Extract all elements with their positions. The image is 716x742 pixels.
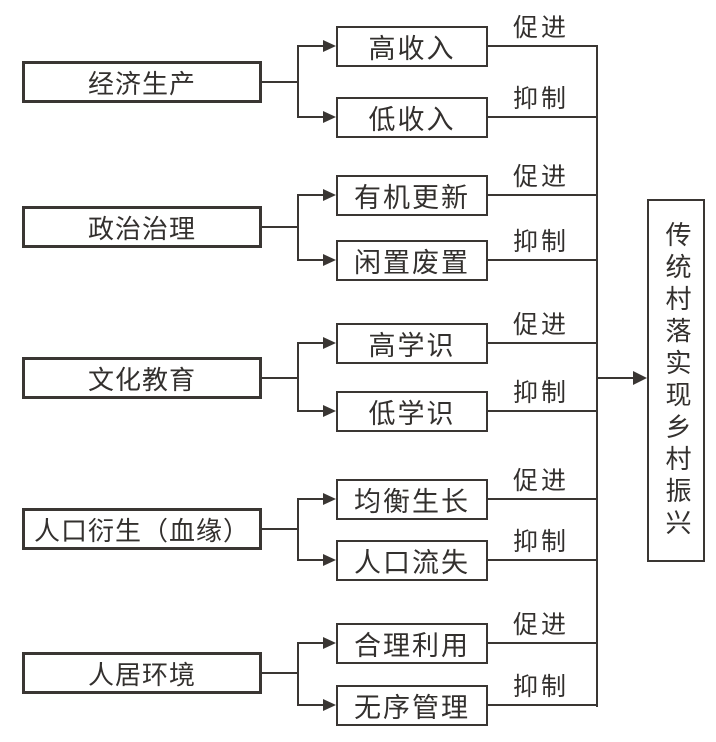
connector-line [488, 704, 597, 706]
goal-label: 传统村落实现乡村振兴 [662, 220, 691, 541]
outcome-label: 合理利用 [354, 631, 470, 661]
main-arrow-line [597, 377, 634, 379]
connector-line [488, 116, 597, 118]
connector-line [262, 226, 297, 228]
effect-label-promote: 促进 [512, 15, 569, 42]
outcome-box-positive: 高学识 [336, 323, 488, 364]
connector-line [488, 559, 597, 561]
arrowhead-icon [323, 40, 336, 52]
outcome-label: 人口流失 [354, 548, 470, 578]
connector-line [262, 672, 297, 674]
branch-line [297, 410, 325, 412]
outcome-box-positive: 有机更新 [336, 175, 488, 216]
outcome-box-positive: 合理利用 [336, 623, 488, 664]
outcome-box-negative: 闲置废置 [336, 240, 488, 281]
effect-label-promote: 促进 [512, 468, 569, 495]
branch-line [297, 194, 299, 261]
connector-line [488, 342, 597, 344]
outcome-box-negative: 低收入 [336, 97, 488, 138]
trunk-line [596, 45, 598, 707]
effect-label-inhibit: 抑制 [512, 529, 569, 556]
arrowhead-icon [323, 554, 336, 566]
branch-line [297, 116, 325, 118]
arrowhead-icon [323, 637, 336, 649]
factor-label: 政治治理 [87, 214, 196, 244]
outcome-label: 高学识 [368, 331, 456, 361]
effect-label-inhibit: 抑制 [512, 86, 569, 113]
factor-label: 人居环境 [87, 660, 196, 690]
effect-label-inhibit: 抑制 [512, 380, 569, 407]
outcome-box-negative: 低学识 [336, 391, 488, 432]
outcome-box-negative: 人口流失 [336, 540, 488, 581]
connector-line [488, 642, 597, 644]
connector-line [262, 377, 297, 379]
arrowhead-icon [323, 189, 336, 201]
branch-line [297, 498, 325, 500]
connector-line [488, 498, 597, 500]
factor-box: 人居环境 [22, 652, 262, 694]
arrowhead-icon [323, 254, 336, 266]
factor-label: 经济生产 [87, 69, 196, 99]
factor-box: 文化教育 [22, 357, 262, 399]
outcome-box-positive: 高收入 [336, 26, 488, 67]
effect-label-promote: 促进 [512, 164, 569, 191]
branch-line [297, 642, 325, 644]
connector-line [488, 259, 597, 261]
factor-box: 人口衍生（血缘） [22, 508, 262, 550]
branch-line [297, 259, 325, 261]
outcome-label: 高收入 [368, 34, 456, 64]
branch-line [297, 498, 299, 561]
effect-label-inhibit: 抑制 [512, 674, 569, 701]
effect-label-promote: 促进 [512, 312, 569, 339]
connector-line [488, 410, 597, 412]
connector-line [262, 81, 297, 83]
arrowhead-icon [323, 337, 336, 349]
outcome-label: 低收入 [368, 105, 456, 135]
arrowhead-icon [323, 493, 336, 505]
outcome-label: 均衡生长 [354, 487, 470, 517]
branch-line [297, 704, 325, 706]
outcome-label: 低学识 [368, 399, 456, 429]
connector-line [488, 45, 597, 47]
outcome-box-negative: 无序管理 [336, 685, 488, 726]
branch-line [297, 642, 299, 706]
factor-label: 人口衍生（血缘） [33, 516, 250, 546]
outcome-label: 无序管理 [354, 693, 470, 723]
branch-line [297, 45, 299, 118]
outcome-label: 有机更新 [354, 183, 470, 213]
effect-label-promote: 促进 [512, 612, 569, 639]
outcome-box-positive: 均衡生长 [336, 479, 488, 520]
branch-line [297, 342, 299, 412]
factor-box: 经济生产 [22, 61, 262, 103]
branch-line [297, 45, 325, 47]
arrowhead-icon [323, 405, 336, 417]
arrowhead-icon [323, 699, 336, 711]
goal-box: 传统村落实现乡村振兴 [647, 199, 705, 562]
branch-line [297, 194, 325, 196]
arrowhead-icon [633, 371, 647, 385]
connector-line [488, 194, 597, 196]
factor-box: 政治治理 [22, 206, 262, 248]
outcome-label: 闲置废置 [354, 248, 470, 278]
connector-line [262, 528, 297, 530]
effect-label-inhibit: 抑制 [512, 229, 569, 256]
arrowhead-icon [323, 111, 336, 123]
factor-label: 文化教育 [87, 365, 196, 395]
branch-line [297, 342, 325, 344]
branch-line [297, 559, 325, 561]
